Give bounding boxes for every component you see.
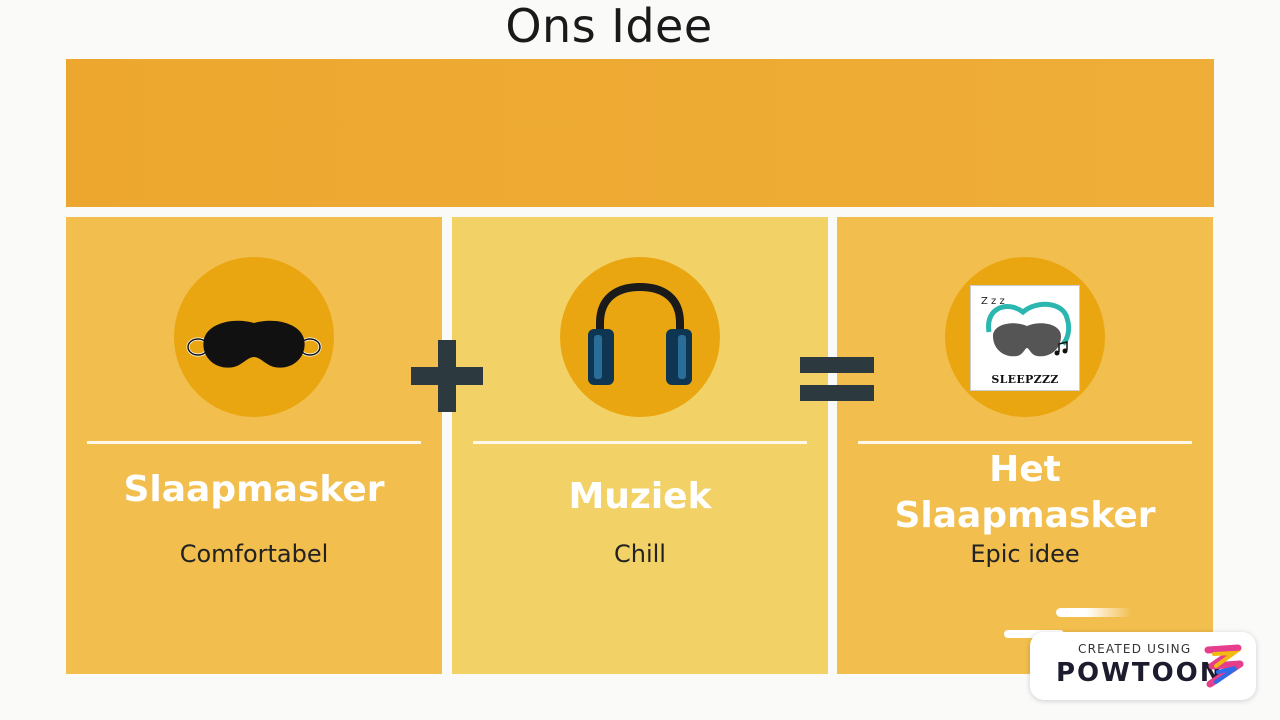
card-divider <box>473 441 807 444</box>
powtoon-watermark: CREATED USING POWTOON <box>1030 632 1256 700</box>
card-description: Chill <box>614 540 666 568</box>
headphones-icon <box>588 282 692 385</box>
sleep-mask-icon <box>186 320 322 368</box>
card-name: Muziek <box>568 476 712 517</box>
plus-icon <box>409 338 485 414</box>
slide-title: Ons Idee <box>505 0 713 53</box>
decorative-streak <box>1056 608 1132 617</box>
card-slaapmasker: Slaapmasker Comfortabel <box>66 217 442 674</box>
card-name: Het Slaapmasker <box>894 449 1156 536</box>
watermark-created-using: CREATED USING <box>1078 642 1192 656</box>
card-name: Slaapmasker <box>123 469 385 510</box>
card-muziek: Muziek Chill <box>452 217 828 674</box>
banner <box>66 59 1214 207</box>
logo-zzz: Z z z <box>981 296 1005 307</box>
card-description: Epic idee <box>970 540 1080 568</box>
card-het-slaapmasker: Z z z SLEEPZZZ Het Slaapmasker Epic idee <box>837 217 1213 674</box>
logo-text: SLEEPZZZ <box>991 373 1059 386</box>
icon-circle <box>174 257 334 417</box>
equals-icon <box>798 355 876 403</box>
icon-circle <box>560 257 720 417</box>
powtoon-logo-icon <box>1204 644 1244 688</box>
watermark-brand: POWTOON <box>1056 658 1224 688</box>
icon-circle: Z z z SLEEPZZZ <box>945 257 1105 417</box>
decorative-streak <box>1004 630 1064 638</box>
sleepzzz-logo-icon: Z z z SLEEPZZZ <box>970 285 1080 391</box>
card-description: Comfortabel <box>179 540 329 568</box>
card-divider <box>858 441 1192 444</box>
card-divider <box>87 441 421 444</box>
